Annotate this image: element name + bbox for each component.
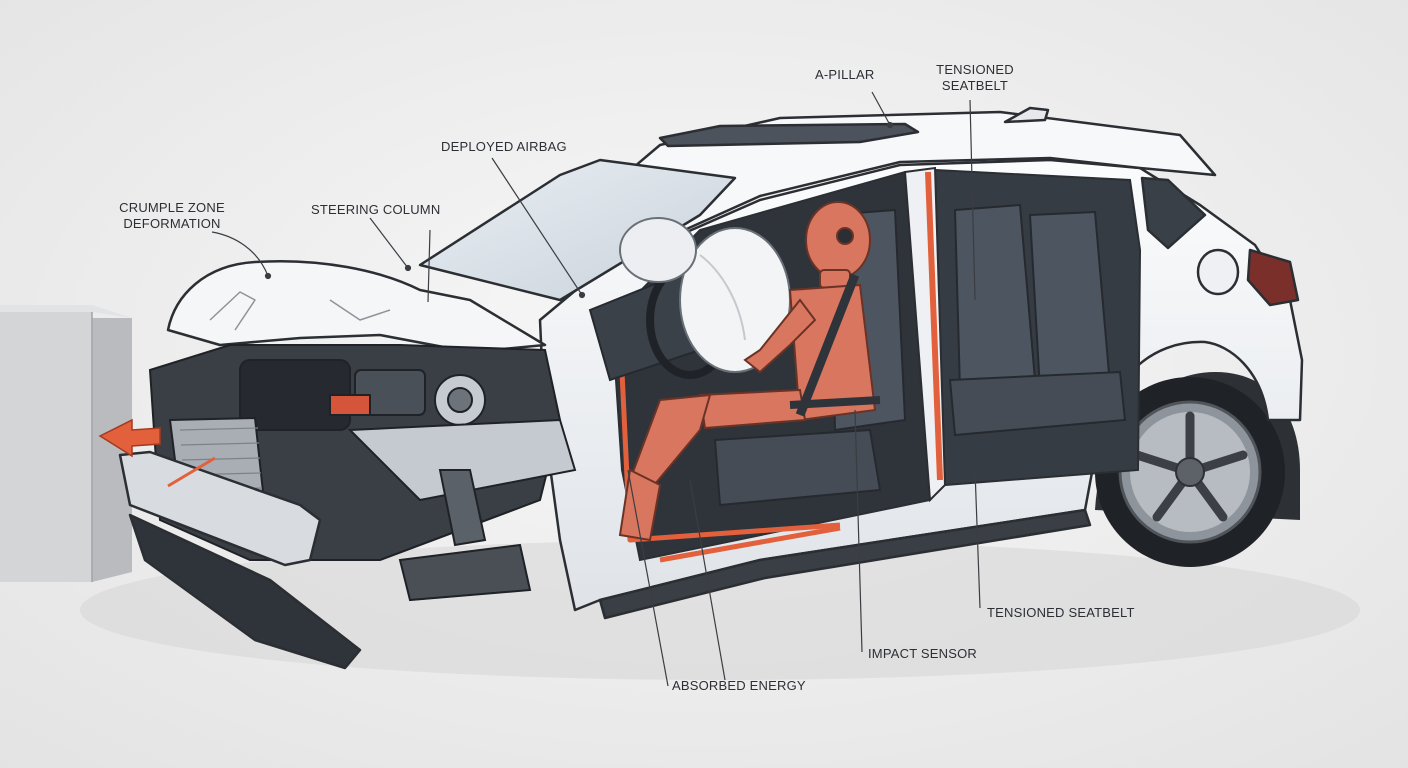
crash-test-dummy: [618, 201, 881, 542]
leader-deployed-airbag: [491, 157, 583, 296]
leader-tensioned-seatbelt-right: [974, 469, 981, 609]
label-a-pillar: A-PILLAR: [815, 67, 875, 82]
leader-steering-column-2: [427, 229, 431, 303]
ground-shadow: [80, 540, 1360, 680]
label-impact-sensor: IMPACT SENSOR: [868, 646, 978, 661]
deformed-bumper: [118, 450, 362, 670]
leader-impact-sensor: [854, 409, 863, 653]
label-absorbed-energy: ABSORBED ENERGY: [672, 678, 806, 693]
leader-a-pillar: [871, 91, 891, 126]
label-crumple-zone-line2: DEFORMATION: [123, 216, 221, 231]
label-tensioned-seatbelt-right: TENSIONED SEATBELT: [987, 605, 1135, 620]
label-crumple-zone-line1: CRUMPLE ZONE: [119, 200, 225, 215]
label-crumple-zone: CRUMPLE ZONE DEFORMATION: [112, 200, 232, 232]
leader-crumple-zone: [211, 231, 269, 277]
leader-lines: [211, 91, 981, 687]
crumpled-hood: [166, 259, 547, 354]
rear-wheel: [1095, 372, 1300, 567]
leader-absorbed-energy-2: [689, 479, 726, 681]
label-steering-column: STEERING COLUMN: [311, 202, 441, 217]
label-deployed-airbag: DEPLOYED AIRBAG: [441, 139, 567, 154]
label-tensioned-seatbelt-top-line2: SEATBELT: [941, 78, 1009, 93]
deployed-airbag: [619, 217, 791, 373]
label-tensioned-seatbelt-top-line1: TENSIONED: [936, 62, 1014, 77]
impact-arrow: [98, 418, 216, 488]
impact-barrier: [0, 305, 132, 582]
leader-steering-column: [369, 217, 409, 269]
leader-absorbed-energy-1: [627, 469, 669, 687]
label-tensioned-seatbelt-top: TENSIONED SEATBELT: [930, 62, 1020, 94]
leader-tensioned-seatbelt-top: [969, 99, 976, 301]
